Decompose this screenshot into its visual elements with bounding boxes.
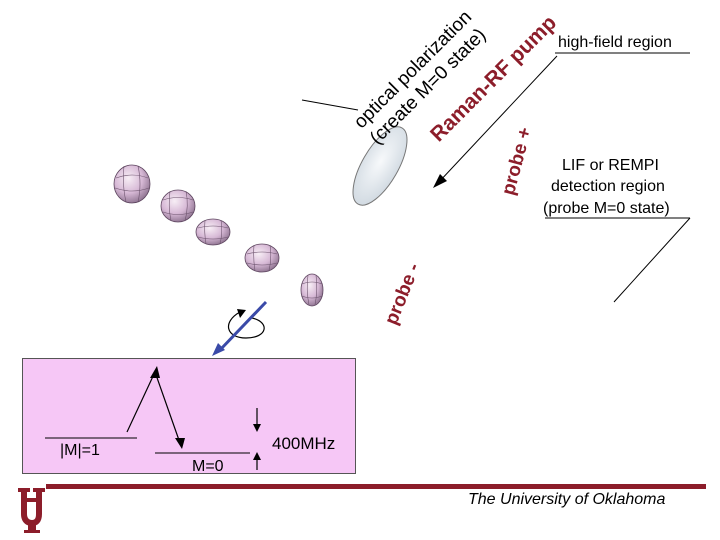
- rotation-arrow-icon: [228, 311, 265, 339]
- molecule-blob-4: [244, 243, 280, 273]
- level-m0-label: M=0: [192, 458, 224, 475]
- lif-label-line1: LIF or REMPI: [562, 157, 659, 174]
- axis-arrow-line: [218, 300, 268, 352]
- molecule-blob-3: [195, 218, 231, 246]
- high-field-label: high-field region: [558, 34, 672, 51]
- lif-label-line2: detection region: [551, 178, 665, 195]
- ou-logo-icon: [18, 488, 45, 533]
- molecule-blob-1: [113, 164, 151, 204]
- energy-level-box: [22, 358, 356, 474]
- beam-arrow-line: [437, 55, 558, 184]
- lif-diagonal-line: [613, 217, 691, 303]
- rotation-arrowhead-icon: [237, 309, 246, 318]
- freq-label: 400MHz: [272, 434, 336, 453]
- footer-bar: [46, 484, 706, 489]
- beam-arrowhead-icon: [433, 174, 447, 188]
- axis-arrowhead-icon: [212, 343, 225, 356]
- university-name: The University of Oklahoma: [468, 491, 666, 508]
- level-m1-label: |M|=1: [60, 442, 100, 459]
- molecule-blob-5: [300, 273, 324, 307]
- lif-label-line3: (probe M=0 state): [543, 200, 670, 217]
- optical-leader-line: [301, 99, 359, 111]
- lens-ellipse: [352, 126, 408, 206]
- molecule-blob-2: [160, 189, 196, 223]
